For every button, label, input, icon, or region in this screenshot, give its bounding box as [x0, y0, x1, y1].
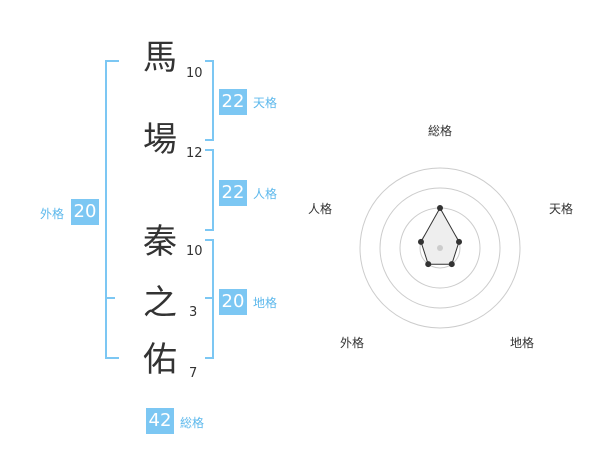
radar-label-tenkaku: 天格: [549, 202, 574, 216]
radar-label-gaikaku: 外格: [340, 336, 365, 350]
radar-ring: [359, 167, 521, 329]
name-char-1: 馬: [143, 38, 177, 78]
soukaku-badge: 42: [146, 408, 174, 434]
jinkaku-badge: 22: [219, 180, 247, 206]
radar-point-jinkaku: [417, 238, 424, 245]
chikaku-label: 地格: [253, 296, 278, 310]
outer-bracket: [105, 60, 119, 359]
name-char-4: 之: [143, 283, 177, 323]
radar-point-tenkaku: [456, 238, 463, 245]
tenkaku-bracket: [205, 60, 214, 141]
radar-center-dot: [437, 245, 443, 251]
name-char-5: 佑: [143, 340, 177, 380]
tenkaku-badge: 22: [219, 89, 247, 115]
radar-ring: [379, 187, 501, 309]
radar-label-chikaku: 地格: [510, 336, 535, 350]
stroke-count-5: 7: [189, 366, 198, 381]
tenkaku-label: 天格: [253, 96, 278, 110]
stroke-count-2: 12: [186, 146, 203, 161]
radar-polygon: [420, 206, 460, 265]
radar-point-gaikaku: [425, 261, 432, 268]
radar-points: [417, 205, 463, 268]
stroke-count-1: 10: [186, 66, 203, 81]
stroke-count-3: 10: [186, 244, 203, 259]
radar-point-soukaku: [437, 205, 443, 211]
gaikaku-label: 外格: [40, 207, 65, 221]
gaikaku-badge: 20: [71, 199, 99, 225]
name-char-2: 場: [143, 120, 177, 160]
chikaku-badge: 20: [219, 289, 247, 315]
radar-label-jinkaku: 人格: [308, 202, 333, 216]
stroke-count-4: 3: [189, 305, 198, 320]
jinkaku-bracket: [205, 149, 214, 231]
radar-label-soukaku: 総格: [428, 124, 453, 138]
radar-point-chikaku: [448, 261, 455, 268]
soukaku-label: 総格: [180, 416, 205, 430]
name-char-3: 秦: [143, 222, 177, 262]
jinkaku-label: 人格: [253, 187, 278, 201]
